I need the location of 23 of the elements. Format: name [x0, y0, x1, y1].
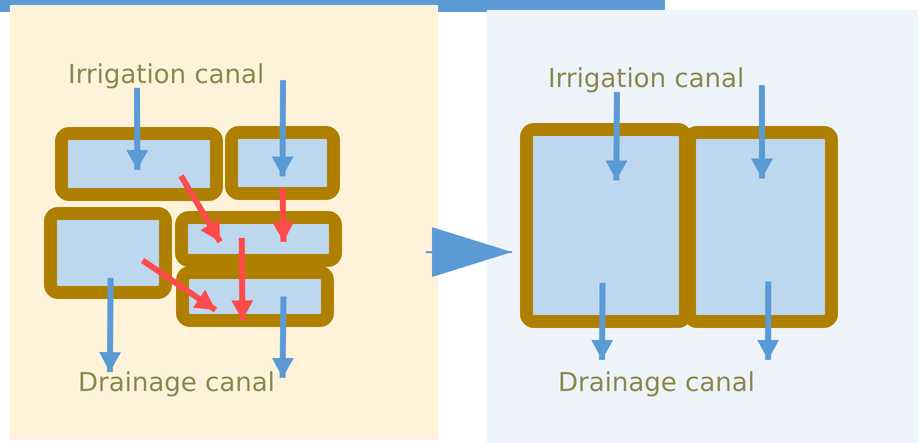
- canal-label: Drainage canal: [78, 366, 298, 402]
- canal-label: Irrigation canal: [68, 58, 298, 92]
- arrow: [126, 88, 148, 170]
- arrow: [591, 282, 614, 360]
- arrow: [272, 188, 294, 242]
- arrow: [140, 258, 218, 312]
- arrow: [751, 85, 774, 179]
- field-plot: [44, 207, 172, 299]
- arrow: [178, 174, 223, 244]
- arrow: [99, 278, 122, 372]
- field-plot: [225, 126, 340, 200]
- arrow: [757, 282, 780, 360]
- arrow: [231, 238, 254, 320]
- panel-background: [487, 10, 918, 443]
- panel-background: [10, 5, 438, 440]
- canal-label: Irrigation canal: [548, 62, 778, 96]
- field-plot: [55, 127, 223, 201]
- arrow: [272, 296, 294, 378]
- arrow: [605, 92, 628, 180]
- arrow: [426, 227, 512, 278]
- arrow: [272, 80, 294, 176]
- field-plot: [175, 211, 342, 267]
- canal-label: Drainage canal: [558, 366, 778, 402]
